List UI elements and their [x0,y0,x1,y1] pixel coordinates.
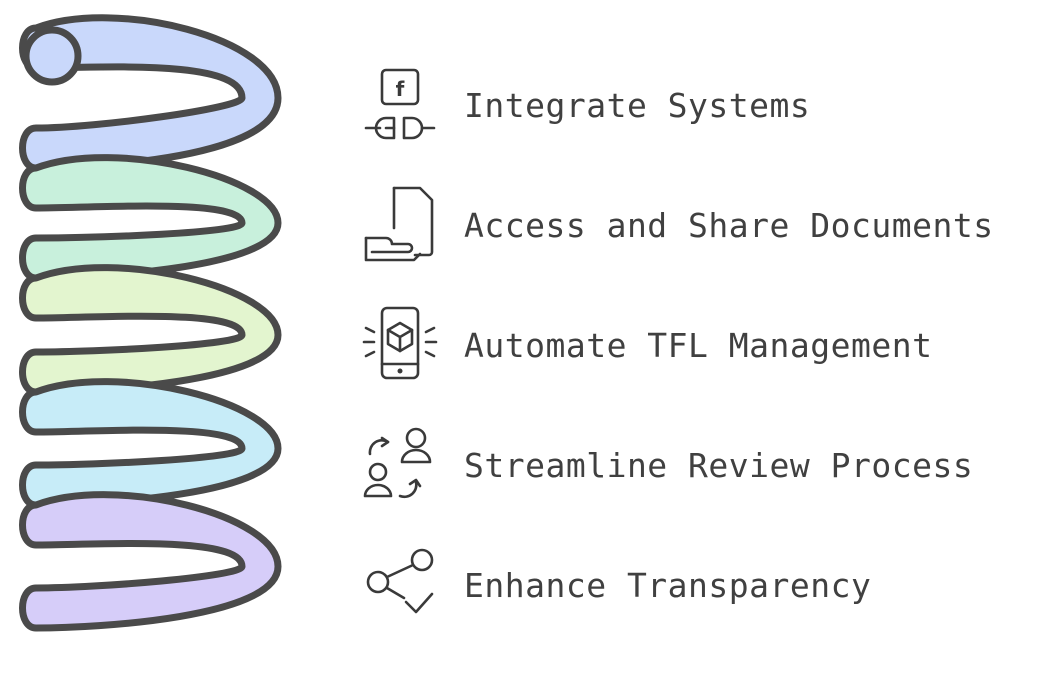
spring-coil-graphic [19,14,282,632]
coil-segment [19,491,282,632]
item-label: Integrate Systems [464,85,811,125]
coil-segment [19,378,282,509]
integration-icon: f [360,60,440,150]
list-item-access-documents: Access and Share Documents [360,180,994,270]
coil-fills [19,14,282,632]
item-label: Enhance Transparency [464,565,872,605]
list-item-enhance-transparency: Enhance Transparency [360,540,871,630]
list-item-automate-tfl: Automate TFL Management [360,300,932,390]
item-label: Access and Share Documents [464,205,994,245]
share-check-icon [360,540,440,630]
list-item-streamline-review: Streamline Review Process [360,420,973,510]
integration-letter: f [396,77,405,101]
coil-segment [19,154,282,282]
coil-end-cap [22,26,82,86]
coil-segment [19,264,282,396]
mobile-package-icon [360,300,440,390]
review-users-icon [360,420,440,510]
item-label: Streamline Review Process [464,445,974,485]
coil-outline [22,26,82,86]
coil-segment [19,14,282,172]
list-item-integrate-systems: f Integrate Systems [360,60,810,150]
document-share-icon [360,180,440,270]
item-label: Automate TFL Management [464,325,933,365]
